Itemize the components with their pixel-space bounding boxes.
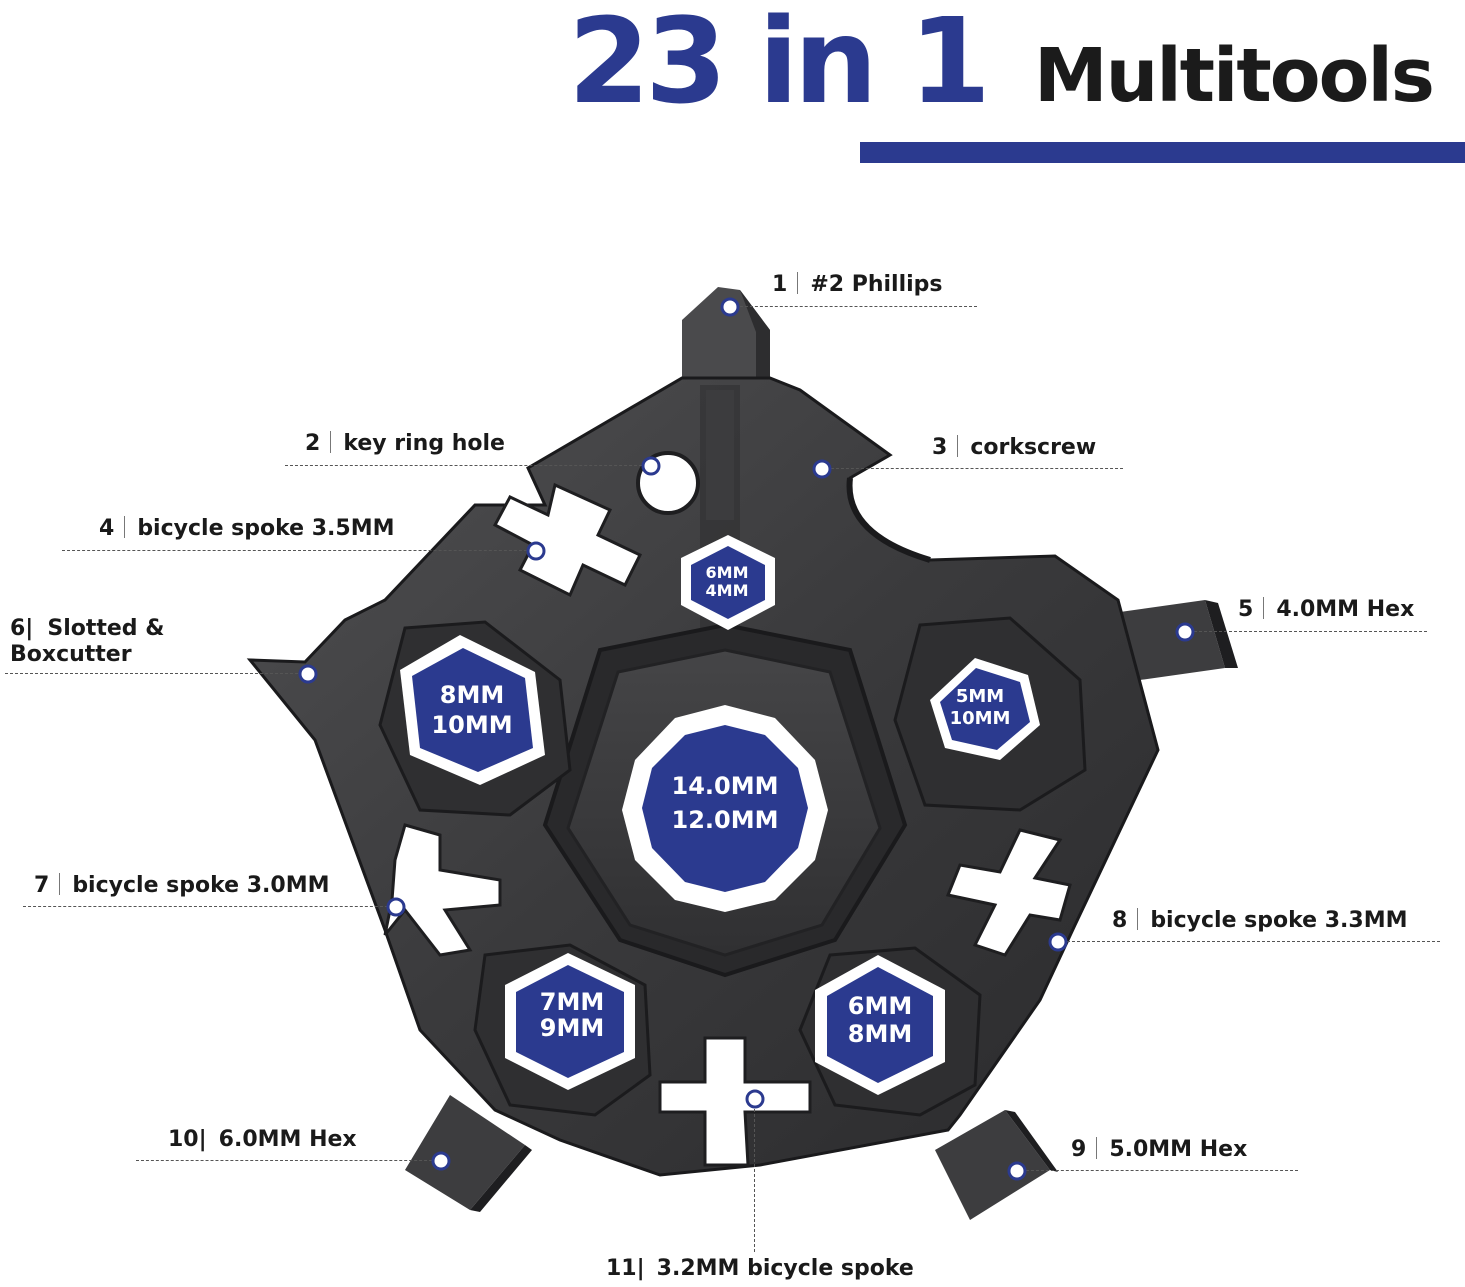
wrench-size-bottom-right-2: 8MM [847, 1020, 913, 1048]
callout-5-text: 4.0MM Hex [1276, 597, 1415, 622]
hex-bit-arm-right [1120, 600, 1238, 680]
callout-5: 5 4.0MM Hex [1238, 597, 1414, 623]
callout-5-number: 5 [1238, 597, 1254, 622]
callout-9-number: 9 [1071, 1137, 1087, 1162]
wrench-hex-top [681, 535, 775, 630]
callout-3: 3 corkscrew [932, 435, 1096, 461]
callout-2-marker [641, 456, 661, 476]
callout-1-leader [735, 306, 977, 307]
callout-10-text: 6.0MM Hex [218, 1127, 357, 1152]
callout-10-marker [431, 1151, 451, 1171]
callout-5-marker [1175, 622, 1195, 642]
hex-bit-arm-bottom-left [405, 1095, 532, 1212]
wrench-size-bottom-right-1: 6MM [847, 992, 913, 1020]
callout-11: 11| 3.2MM bicycle spoke [606, 1256, 914, 1282]
wrench-hex-bottom-left [505, 953, 635, 1090]
wrench-hex-bottom-right [815, 955, 945, 1095]
wrench-size-center-2: 12.0MM [671, 806, 779, 834]
title-count: 23 in 1 [568, 0, 991, 130]
wrench-size-bottom-right: 6MM 8MM [848, 992, 912, 1048]
callout-2-number: 2 [305, 431, 321, 456]
callout-9-marker [1007, 1161, 1027, 1181]
spoke-slot-3-3mm [945, 828, 1072, 957]
callout-8-text: bicycle spoke 3.3MM [1150, 908, 1408, 933]
callout-4-number: 4 [99, 516, 115, 541]
callout-8: 8 bicycle spoke 3.3MM [1112, 908, 1407, 934]
callout-8-number: 8 [1112, 908, 1128, 933]
callout-1-marker [720, 297, 740, 317]
callout-8-marker [1048, 932, 1068, 952]
callout-7-number: 7 [34, 873, 50, 898]
callout-4-leader [62, 550, 532, 551]
callout-7-text: bicycle spoke 3.0MM [72, 873, 330, 898]
wrench-size-center: 14.0MM 12.0MM [672, 769, 779, 837]
wrench-size-left-1: 8MM [439, 681, 505, 709]
callout-3-leader [826, 468, 1123, 469]
wrench-hex-left [400, 635, 545, 785]
callout-4: 4 bicycle spoke 3.5MM [99, 516, 394, 542]
callout-1-text: #2 Phillips [810, 272, 943, 297]
wrench-size-top-1: 6MM [705, 563, 749, 582]
callout-3-marker [812, 459, 832, 479]
callout-6-text-line1: Slotted & [47, 616, 165, 641]
wrench-hex-right [930, 658, 1040, 760]
title-underline-bar [860, 142, 1465, 163]
title-product: Multitools [1034, 33, 1435, 119]
wrench-size-top-2: 4MM [705, 581, 749, 600]
callout-1: 1 #2 Phillips [772, 272, 943, 298]
callout-7-marker [386, 897, 406, 917]
callout-11-leader [754, 1104, 755, 1252]
callout-2-text: key ring hole [343, 431, 505, 456]
callout-10-leader [136, 1160, 437, 1161]
wrench-size-center-1: 14.0MM [671, 772, 779, 800]
callout-6-leader [5, 673, 303, 674]
hex-bit-arm-bottom-right [935, 1110, 1058, 1220]
wrench-size-bottom-left-1: 7MM [539, 988, 605, 1016]
wrench-size-right-2: 10MM [949, 708, 1011, 729]
phillips-tip [682, 287, 770, 385]
callout-5-leader [1189, 631, 1427, 632]
callout-9: 9 5.0MM Hex [1071, 1137, 1247, 1163]
wrench-size-top: 6MM 4MM [706, 564, 749, 600]
callout-8-leader [1062, 941, 1440, 942]
callout-6: 6| Slotted & Boxcutter [10, 616, 164, 668]
callout-4-marker [526, 541, 546, 561]
callout-6-number: 6| [10, 616, 34, 641]
callout-11-text: 3.2MM bicycle spoke [656, 1256, 914, 1281]
callout-9-text: 5.0MM Hex [1109, 1137, 1248, 1162]
callout-4-text: bicycle spoke 3.5MM [137, 516, 395, 541]
callout-2: 2 key ring hole [305, 431, 505, 457]
wrench-hex-center [622, 705, 828, 912]
callout-10: 10| 6.0MM Hex [168, 1127, 357, 1153]
wrench-size-left-2: 10MM [431, 711, 513, 739]
wrench-size-right-1: 5MM [955, 686, 1005, 707]
spoke-slot-3-2mm [658, 1036, 812, 1167]
wrench-size-left: 8MM 10MM [431, 680, 512, 740]
wrench-size-right: 5MM 10MM [950, 686, 1011, 730]
callout-1-number: 1 [772, 272, 788, 297]
callout-11-marker [745, 1089, 765, 1109]
wrench-size-bottom-left: 7MM 9MM [540, 989, 604, 1041]
wrench-size-bottom-left-2: 9MM [539, 1014, 605, 1042]
callout-10-number: 10| [168, 1127, 207, 1152]
callout-9-leader [1021, 1170, 1298, 1171]
callout-11-number: 11| [606, 1256, 645, 1281]
callout-2-leader [285, 465, 647, 466]
callout-6-text-line2: Boxcutter [10, 642, 132, 667]
callout-6-marker [298, 664, 318, 684]
callout-3-text: corkscrew [970, 435, 1097, 460]
callout-7-leader [23, 906, 393, 907]
callout-7: 7 bicycle spoke 3.0MM [34, 873, 329, 899]
spoke-slot-3-5mm [492, 482, 643, 598]
callout-3-number: 3 [932, 435, 948, 460]
